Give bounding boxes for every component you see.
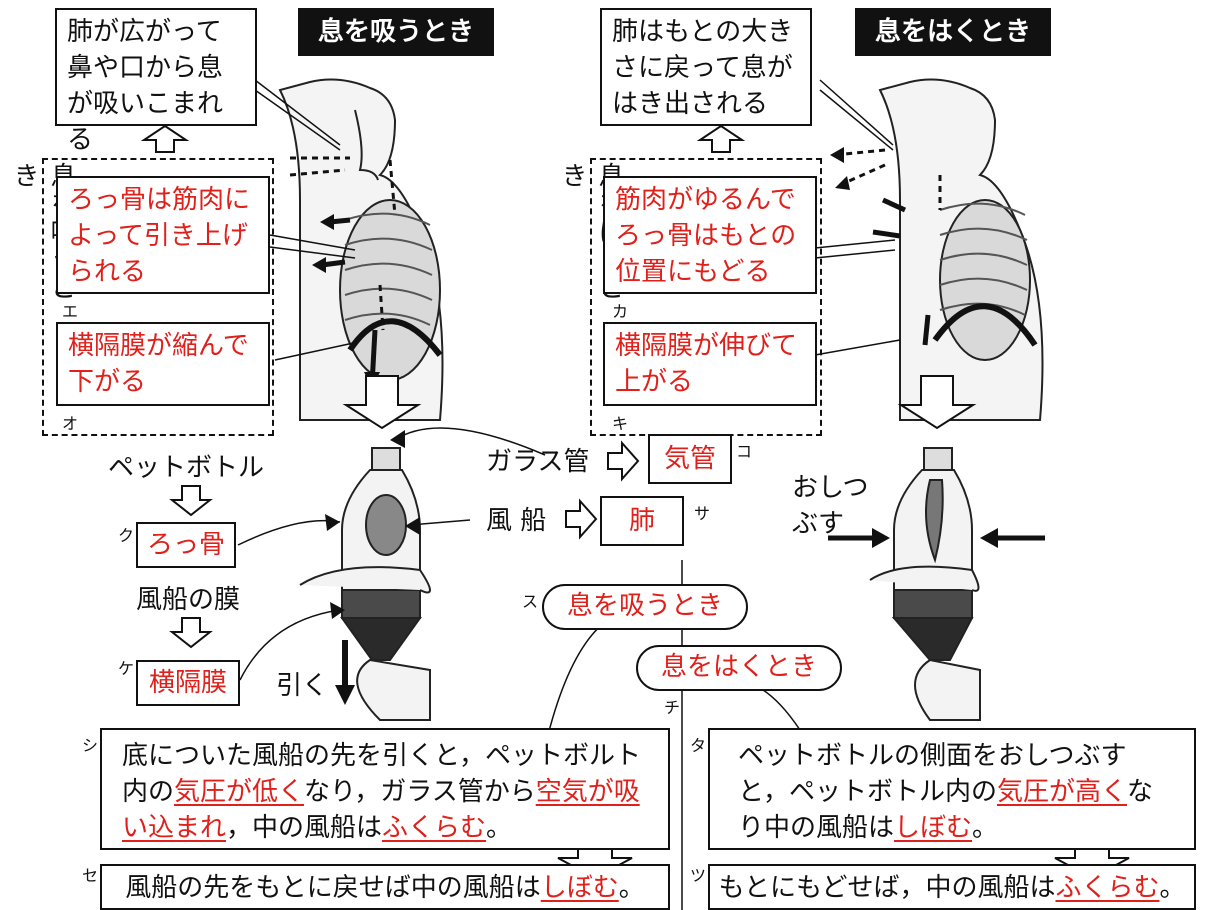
exhale-rib-box: 筋肉がゆるんでろっ骨はもとの位置にもどる <box>603 176 817 294</box>
exhale-diaphragm-text: 横隔膜が伸びて上がる <box>615 331 798 397</box>
rib-answer-box: ろっ骨 <box>136 522 236 568</box>
trachea-answer-kana: コ <box>736 442 753 461</box>
exhale-body-figure <box>878 78 1044 421</box>
ta-kana: タ <box>690 736 707 755</box>
se-red: しぼむ <box>540 873 619 903</box>
shi-red-2: 空気が吸い込まれ <box>122 777 640 843</box>
ta-text-end: 。 <box>972 813 999 843</box>
inhale-airflow-arrows <box>289 156 397 331</box>
shi-text-pre: 底についた風船の先を引くと，ペットボルト内の <box>122 741 641 807</box>
se-text-end: 。 <box>618 873 645 903</box>
shi-explanation-box: 底についた風船の先を引くと，ペットボルト内の気圧が低くなり，ガラス管から空気が吸… <box>100 728 670 850</box>
diaphragm-answer-box: 横隔膜 <box>136 660 240 706</box>
trachea-answer-box: 気管 <box>648 434 732 484</box>
se-explanation-box: 風船の先をもとに戻せば中の風船はしぼむ。 <box>100 864 670 910</box>
inhale-pill: 息を吸うとき <box>542 584 748 630</box>
rib-answer-kana: ク <box>118 526 135 545</box>
hollow-up-arrows <box>140 124 746 153</box>
tsu-explanation-box: もとにもどせば，中の風船はふくらむ。 <box>708 864 1196 910</box>
inhale-pill-kana: ス <box>522 592 539 611</box>
tsu-text-end: 。 <box>1159 873 1186 903</box>
balloon-membrane-label: 風船の膜 <box>136 585 241 615</box>
exhale-title: 息をはくとき <box>855 8 1051 56</box>
exhale-top-text: 肺はもとの大きさに戻って息がはき出される <box>612 17 794 119</box>
balloon-label: 風 船 <box>486 506 547 536</box>
squeeze-label: おしつぶす <box>792 473 869 539</box>
inhale-diaphragm-box: 横隔膜が縮んで下がる <box>56 322 270 406</box>
tsu-red: ふくらむ <box>1055 873 1160 903</box>
inhale-body-figure <box>278 78 444 421</box>
se-kana: セ <box>82 866 99 885</box>
exhale-diaphragm-box: 横隔膜が伸びて上がる <box>603 322 817 406</box>
shi-text-mid2: ，中の風船は <box>226 813 383 843</box>
exhale-top-box: 肺はもとの大きさに戻って息がはき出される <box>600 8 812 126</box>
ta-red-2: しぼむ <box>894 813 973 843</box>
exhale-rib-text: 筋肉がゆるんでろっ骨はもとの位置にもどる <box>615 185 797 287</box>
shi-kana: シ <box>82 736 99 755</box>
ta-red-1: 気圧が高く <box>996 777 1127 807</box>
shi-text-end: 。 <box>486 813 513 843</box>
shi-text-mid1: なり，ガラス管から <box>304 777 536 807</box>
inhale-rib-text: ろっ骨は筋肉によって引き上げられる <box>68 185 251 287</box>
pull-label: 引く <box>276 671 329 701</box>
exhale-rib-kana: カ <box>612 302 629 321</box>
tsu-kana: ツ <box>690 866 707 885</box>
inhale-rib-kana: エ <box>62 302 79 321</box>
shi-red-3: ふくらむ <box>382 813 487 843</box>
ta-text-mid: なり中の風船は <box>738 777 1153 843</box>
exhale-diaphragm-kana: キ <box>612 414 629 433</box>
shi-red-1: 気圧が低く <box>174 777 305 807</box>
exhale-pill-kana: チ <box>664 698 681 717</box>
tsu-text-pre: もとにもどせば，中の風船は <box>718 873 1056 903</box>
ta-explanation-box: ペットボトルの側面をおしつぶすと，ペットボトル内の気圧が高くなり中の風船はしぼむ… <box>708 728 1196 850</box>
ta-text-pre: ペットボトルの側面をおしつぶすと，ペットボトル内の <box>738 741 1127 807</box>
exhale-bottle-model <box>869 447 981 721</box>
pet-bottle-label: ペットボトル <box>108 453 265 483</box>
exhale-airflow-arrows <box>834 148 942 210</box>
inhale-diaphragm-kana: オ <box>62 414 79 433</box>
inhale-rib-box: ろっ骨は筋肉によって引き上げられる <box>56 176 270 294</box>
inhale-dashed-group <box>42 158 274 436</box>
lung-answer-box: 肺 <box>600 496 684 546</box>
inhale-diaphragm-text: 横隔膜が縮んで下がる <box>68 331 249 397</box>
glass-tube-label: ガラス管 <box>486 447 590 477</box>
se-text-pre: 風船の先をもとに戻せば中の風船は <box>125 873 541 903</box>
inhale-title: 息を吸うとき <box>298 8 494 56</box>
inhale-top-text: 肺が広がって鼻や口から息が吸いこまれる <box>67 17 224 155</box>
lung-answer-kana: サ <box>694 504 711 523</box>
exhale-pill: 息をはくとき <box>636 645 842 691</box>
inhale-top-box: 肺が広がって鼻や口から息が吸いこまれる <box>55 8 257 155</box>
inhale-bottle-model <box>299 447 431 721</box>
diaphragm-answer-kana: ケ <box>118 659 135 678</box>
